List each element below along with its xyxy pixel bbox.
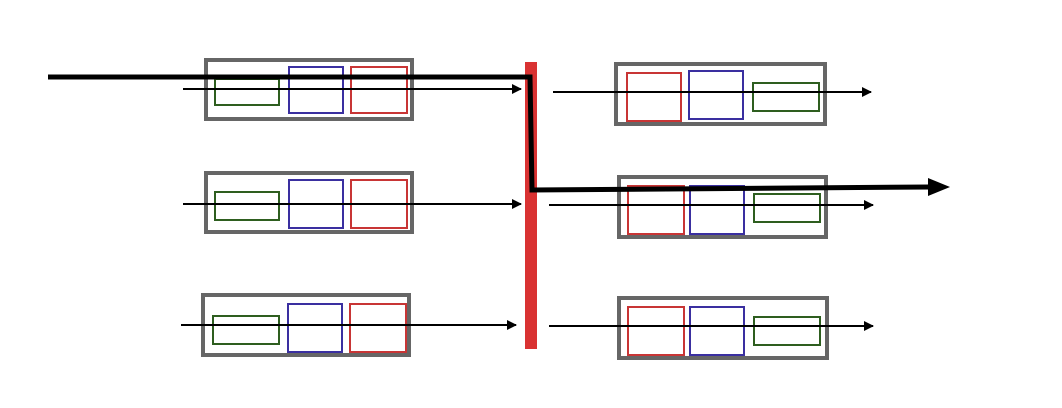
packet-red bbox=[350, 179, 408, 229]
input-queue-2 bbox=[204, 171, 414, 234]
packet-blue bbox=[288, 66, 344, 114]
output-queue-3 bbox=[617, 296, 829, 360]
packet-green bbox=[214, 78, 280, 106]
packet-red bbox=[350, 66, 408, 114]
packet-green bbox=[753, 316, 821, 346]
output-queue-1 bbox=[614, 62, 827, 126]
packet-green bbox=[753, 193, 821, 223]
packet-red bbox=[626, 72, 682, 122]
packet-blue bbox=[689, 306, 745, 356]
packet-green bbox=[752, 82, 820, 112]
input-queue-3 bbox=[201, 293, 411, 357]
output-queue-2 bbox=[617, 175, 828, 239]
packet-green bbox=[214, 191, 280, 221]
packet-red bbox=[627, 306, 685, 356]
switch-fabric bbox=[525, 62, 537, 349]
packet-blue bbox=[689, 185, 745, 235]
packet-blue bbox=[688, 70, 744, 120]
packet-red bbox=[349, 303, 407, 353]
packet-blue bbox=[288, 179, 344, 229]
input-queue-1 bbox=[204, 58, 414, 121]
packet-red bbox=[627, 185, 685, 235]
packet-blue bbox=[287, 303, 343, 353]
packet-green bbox=[212, 315, 280, 345]
highlighted-path-arrowhead bbox=[928, 178, 950, 196]
